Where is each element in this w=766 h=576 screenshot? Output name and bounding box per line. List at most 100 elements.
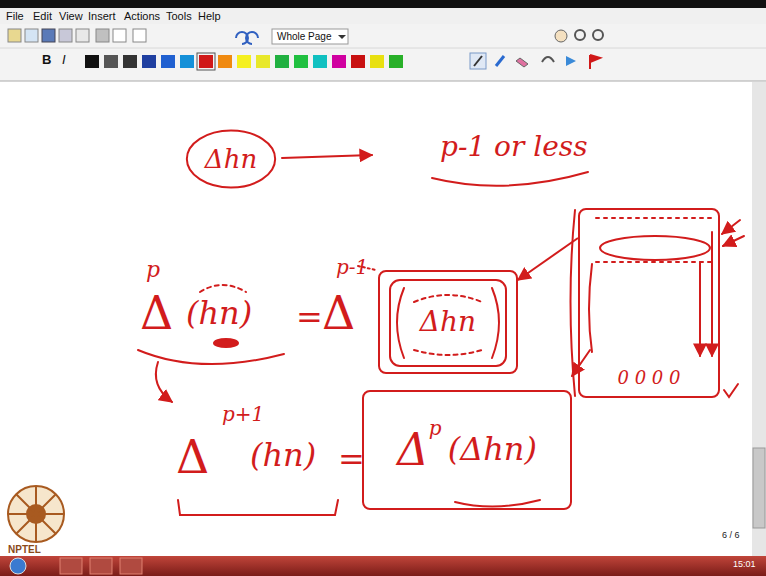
menu-item: File xyxy=(6,10,24,22)
toolbar xyxy=(237,55,251,68)
node-text: Δhn xyxy=(420,307,476,338)
handwritten-ink xyxy=(596,261,712,263)
node-text: Δ xyxy=(397,426,429,474)
taskbar xyxy=(120,558,142,574)
note-page xyxy=(0,82,752,556)
handwritten-ink xyxy=(432,172,588,186)
italic-button: I xyxy=(62,53,66,67)
boxed-term: Δhn xyxy=(378,270,518,374)
toolbar xyxy=(246,32,258,44)
toolbar xyxy=(142,55,156,68)
toolbar xyxy=(272,29,348,44)
toolbar xyxy=(332,55,346,68)
menu-item: Edit xyxy=(33,10,52,22)
toolbar xyxy=(256,55,270,68)
menu-item: View xyxy=(59,10,83,22)
menu-item: Actions xyxy=(124,10,160,22)
math-term: (hn) xyxy=(186,296,252,331)
menu-item: Tools xyxy=(166,10,192,22)
handwritten-ink xyxy=(156,362,172,402)
toolbar xyxy=(113,29,126,42)
toolbar xyxy=(0,24,766,81)
handwritten-ink xyxy=(723,236,744,246)
delta-symbol: Δ xyxy=(140,288,173,339)
handwritten-ink xyxy=(414,295,482,302)
toolbar xyxy=(59,29,72,42)
handwritten-ink xyxy=(571,210,576,396)
handwritten-ink xyxy=(397,288,404,358)
toolbar xyxy=(575,30,585,40)
toolbar xyxy=(496,56,504,66)
delta-symbol: Δ xyxy=(176,432,209,483)
handwritten-ink xyxy=(724,384,738,397)
equals-sign: = xyxy=(338,442,365,477)
title-bar xyxy=(0,0,766,8)
handwritten-ink xyxy=(414,350,482,355)
toolbar xyxy=(313,55,327,68)
toolbar xyxy=(516,58,528,67)
handwritten-ink xyxy=(138,350,284,364)
handwritten-ink xyxy=(390,280,506,366)
toolbar xyxy=(370,55,384,68)
toolbar xyxy=(0,48,766,49)
handwritten-ink xyxy=(178,500,338,515)
taskbar xyxy=(0,556,766,576)
handwritten-ink xyxy=(711,232,713,356)
toolbar xyxy=(0,81,766,82)
toolbar xyxy=(555,30,567,42)
handwritten-ink xyxy=(589,264,592,352)
toolbar xyxy=(470,53,486,69)
handwritten-ink xyxy=(600,236,710,260)
nptel-logo xyxy=(8,486,64,542)
toolbar xyxy=(85,55,99,68)
sequence-box: 0 0 0 0 xyxy=(578,208,720,398)
toolbar xyxy=(351,55,365,68)
toolbar xyxy=(275,55,289,68)
term-ellipse: Δhn xyxy=(185,128,277,190)
arrow-connector xyxy=(518,238,578,280)
handwritten-ink xyxy=(722,220,740,234)
clock: 15:01 xyxy=(733,560,756,570)
title-bar xyxy=(0,0,766,8)
toolbar xyxy=(76,29,89,42)
toolbar xyxy=(8,29,21,42)
handwritten-ink xyxy=(492,288,499,358)
toolbar xyxy=(542,57,554,62)
nptel-logo xyxy=(8,486,64,542)
scroll-bar xyxy=(752,82,766,556)
menu-bar xyxy=(0,8,766,24)
delta-symbol: Δ xyxy=(322,288,355,339)
handwritten-ink xyxy=(138,155,744,515)
toolbar xyxy=(42,29,55,42)
node-text: (Δhn) xyxy=(448,432,537,467)
scroll-bar xyxy=(753,448,765,528)
scroll-bar xyxy=(752,82,766,556)
node-text: Δhn xyxy=(205,145,257,174)
bold-button: B xyxy=(42,53,51,67)
math-term: (hn) xyxy=(250,438,316,473)
menu-bar xyxy=(0,8,766,24)
taskbar xyxy=(0,556,766,576)
menu-item: Insert xyxy=(88,10,116,22)
toolbar xyxy=(161,55,175,68)
taskbar xyxy=(10,558,26,574)
exponent: p xyxy=(146,258,160,282)
equals-sign: = xyxy=(296,300,323,335)
node-text: 0 0 0 0 xyxy=(618,368,681,388)
toolbar xyxy=(199,55,213,68)
toolbar xyxy=(474,56,482,66)
toolbar xyxy=(294,55,308,68)
toolbar xyxy=(104,55,118,68)
toolbar xyxy=(218,55,232,68)
toolbar xyxy=(197,53,215,70)
toolbar xyxy=(338,35,346,39)
handwritten-ink xyxy=(214,339,238,347)
toolbar xyxy=(593,30,603,40)
handwritten-ink xyxy=(200,285,246,292)
nptel-logo xyxy=(8,486,64,542)
exponent: p+1 xyxy=(222,403,264,425)
handwritten-ink xyxy=(282,155,372,158)
toolbar xyxy=(180,55,194,68)
